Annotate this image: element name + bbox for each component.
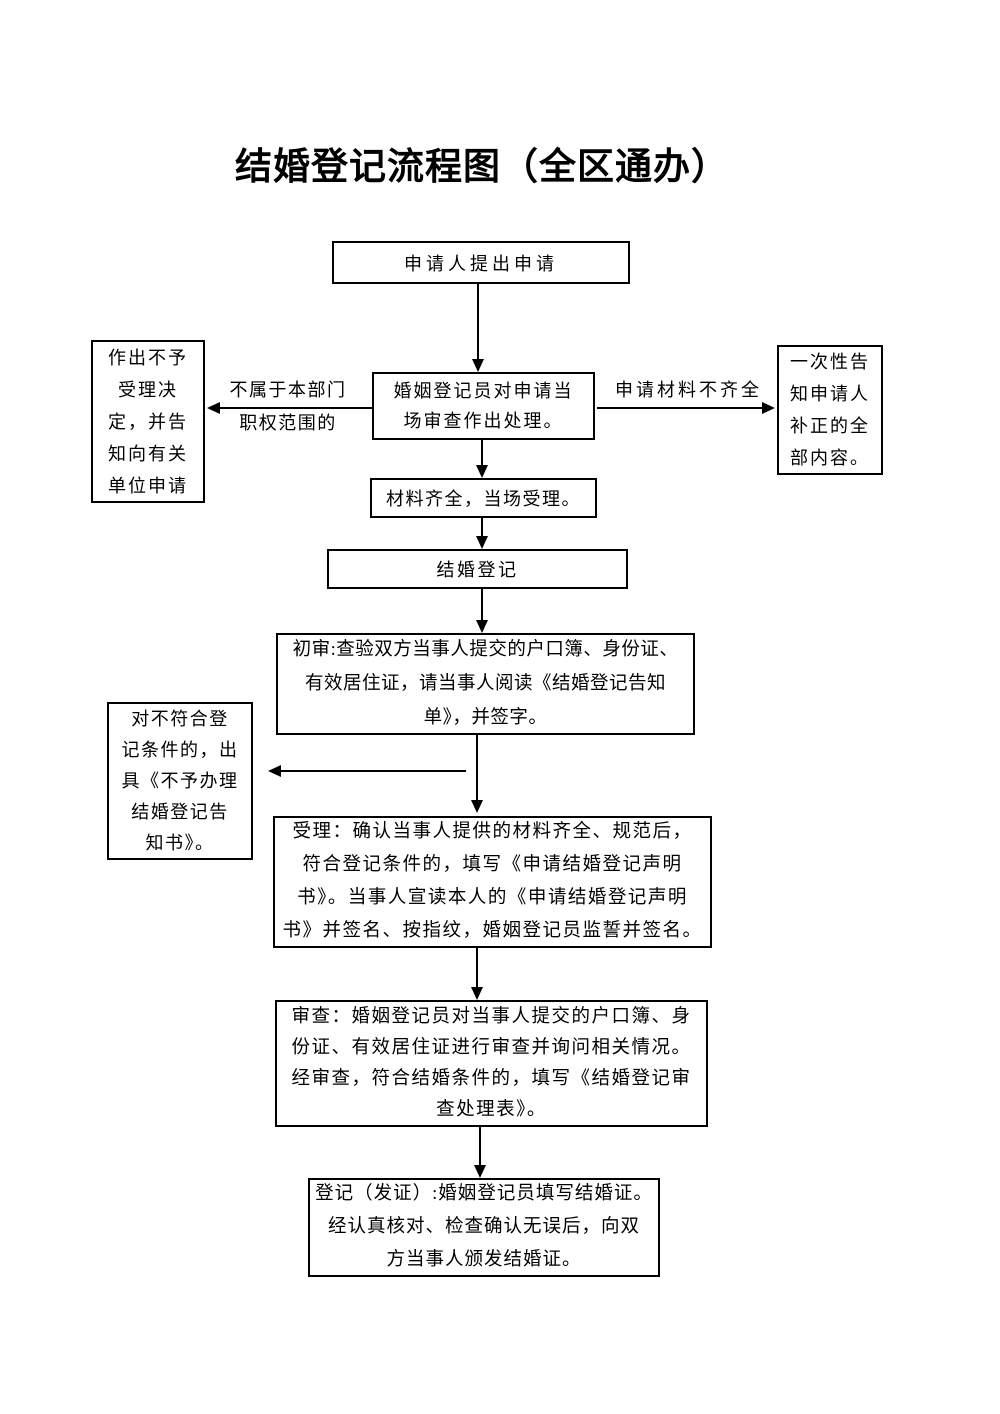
- preliminary-review-line: 单》，并签字。: [423, 708, 548, 728]
- flow-box-accept-onsite: 材料齐全，当场受理。: [370, 478, 597, 518]
- examination-line: 审查：婚姻登记员对当事人提交的户口簿、身: [291, 1006, 692, 1027]
- incomplete-line: 申请材料不齐全: [615, 380, 762, 400]
- flow-box-certificate-issue: 登记（发证）:婚姻登记员填写结婚证。 经认真核对、检查确认无误后，向双 方当事人…: [308, 1178, 660, 1277]
- arrow-preliminary-to-not-qualified-icon: [268, 765, 466, 777]
- arrow-apply-to-review-icon: [472, 284, 484, 372]
- not-qualified-line: 结婚登记告: [131, 801, 229, 822]
- acceptance-line: 受理：确认当事人提供的材料齐全、规范后，: [292, 822, 693, 842]
- accept-onsite-text: 材料齐全，当场受理。: [386, 489, 581, 509]
- flow-box-apply: 申请人提出申请: [332, 241, 630, 284]
- reject-decision-line: 定，并告: [108, 411, 188, 432]
- flow-box-not-qualified-notice: 对不符合登 记条件的，出 具《不予办理 结婚登记告 知书》。: [107, 702, 253, 860]
- acceptance-line: 书》。当事人宣读本人的《申请结婚登记声明: [297, 888, 688, 908]
- onsite-review-line: 婚姻登记员对申请当: [393, 381, 574, 401]
- not-qualified-line: 记条件的，出: [121, 739, 239, 760]
- arrow-preliminary-to-acceptance-icon: [471, 735, 483, 813]
- reject-decision-line: 受理决: [118, 379, 178, 400]
- onsite-review-line: 场审查作出处理。: [403, 411, 564, 431]
- onetime-notify-line: 补正的全: [790, 416, 870, 436]
- reject-decision-line: 单位申请: [108, 475, 188, 496]
- flow-box-examination: 审查：婚姻登记员对当事人提交的户口簿、身 份证、有效居住证进行审查并询问相关情况…: [275, 1000, 708, 1127]
- reject-decision-line: 作出不予: [108, 347, 188, 368]
- arrow-review-to-accept-icon: [476, 440, 488, 478]
- flow-label-not-in-scope: 不属于本部门 职权范围的: [210, 374, 366, 440]
- preliminary-review-line: 初审:查验双方当事人提交的户口簿、身份证、: [292, 640, 679, 660]
- examination-line: 查处理表》。: [436, 1099, 547, 1120]
- not-in-scope-line: 职权范围的: [239, 413, 337, 433]
- certificate-issue-line: 登记（发证）:婚姻登记员填写结婚证。: [315, 1184, 653, 1204]
- flow-box-acceptance: 受理：确认当事人提供的材料齐全、规范后， 符合登记条件的，填写《申请结婚登记声明…: [273, 816, 712, 948]
- acceptance-line: 符合登记条件的，填写《申请结婚登记声明: [302, 855, 683, 875]
- acceptance-line: 书》并签名、按指纹，婚姻登记员监誓并签名。: [282, 921, 703, 941]
- flow-box-marriage-registration: 结婚登记: [327, 549, 628, 589]
- reject-decision-line: 知向有关: [108, 443, 188, 464]
- not-qualified-line: 知书》。: [145, 832, 215, 853]
- onetime-notify-line: 部内容。: [790, 448, 870, 468]
- flow-label-incomplete: 申请材料不齐全: [606, 376, 771, 404]
- page-title: 结婚登记流程图（全区通办）: [235, 147, 729, 188]
- arrow-acceptance-to-examination-icon: [471, 948, 483, 1000]
- onetime-notify-line: 知申请人: [790, 384, 870, 404]
- flow-box-onetime-notify: 一次性告 知申请人 补正的全 部内容。: [777, 345, 883, 475]
- onetime-notify-line: 一次性告: [790, 352, 870, 372]
- arrow-examination-to-certificate-icon: [474, 1127, 486, 1178]
- arrow-registration-to-preliminary-icon: [476, 589, 488, 633]
- examination-line: 份证、有效居住证进行审查并询问相关情况。: [291, 1037, 692, 1058]
- flow-box-apply-text: 申请人提出申请: [404, 253, 558, 274]
- marriage-registration-text: 结婚登记: [436, 560, 519, 580]
- flow-box-preliminary-review: 初审:查验双方当事人提交的户口簿、身份证、 有效居住证，请当事人阅读《结婚登记告…: [276, 633, 695, 735]
- examination-line: 经审查，符合结婚条件的，填写《结婚登记审: [291, 1068, 692, 1089]
- preliminary-review-line: 有效居住证，请当事人阅读《结婚登记告知: [304, 674, 666, 694]
- flow-box-onsite-review: 婚姻登记员对申请当 场审查作出处理。: [372, 372, 595, 440]
- not-qualified-line: 对不符合登: [131, 708, 229, 729]
- arrow-review-to-reject-icon: [207, 402, 372, 414]
- certificate-issue-line: 经认真核对、检查确认无误后，向双: [327, 1217, 640, 1237]
- arrow-review-to-notify-icon: [597, 402, 775, 414]
- flow-box-reject-decision: 作出不予 受理决 定，并告 知向有关 单位申请: [91, 340, 205, 503]
- not-in-scope-line: 不属于本部门: [229, 380, 347, 400]
- certificate-issue-line: 方当事人颁发结婚证。: [386, 1250, 582, 1270]
- arrow-accept-to-registration-icon: [476, 518, 488, 549]
- not-qualified-line: 具《不予办理: [121, 770, 239, 791]
